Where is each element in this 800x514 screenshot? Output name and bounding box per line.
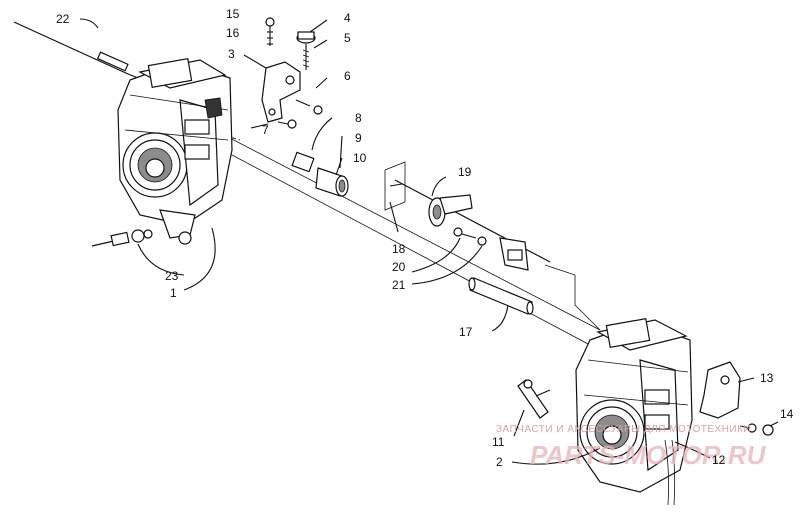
callout-14: 14 bbox=[780, 407, 794, 421]
callout-21: 21 bbox=[392, 278, 406, 292]
knob-part-4-5 bbox=[296, 31, 316, 70]
watermark-line1: ЗАПЧАСТИ И АКСЕССУАРЫ ДЛЯ МОТОТЕХНИКИ bbox=[496, 424, 751, 435]
callouts: 22 1 23 3 15 16 4 5 6 7 8 9 10 19 18 20 … bbox=[56, 7, 794, 469]
fitting-part-11 bbox=[517, 379, 551, 419]
long-rod-part-22 bbox=[13, 21, 149, 83]
carburetor-right bbox=[575, 317, 693, 506]
callout-12: 12 bbox=[712, 453, 726, 467]
leader-lines bbox=[79, 18, 779, 465]
callout-1: 1 bbox=[170, 286, 177, 300]
callout-18: 18 bbox=[392, 242, 406, 256]
carburetor-left bbox=[117, 57, 233, 245]
callout-11: 11 bbox=[492, 435, 505, 449]
axis-lines bbox=[194, 119, 601, 346]
callout-15: 15 bbox=[226, 7, 240, 21]
callout-2: 2 bbox=[496, 455, 503, 469]
screw-part-6 bbox=[295, 99, 323, 115]
callout-17: 17 bbox=[459, 325, 473, 339]
jet-part-23 bbox=[91, 229, 153, 247]
bracket-part-13 bbox=[699, 361, 741, 419]
bushing-part-9-10 bbox=[315, 167, 349, 197]
callout-20: 20 bbox=[392, 260, 406, 274]
watermark: ЗАПЧАСТИ И АКСЕССУАРЫ ДЛЯ МОТОТЕХНИКИ PA… bbox=[496, 424, 767, 470]
callout-9: 9 bbox=[355, 131, 362, 145]
callout-16: 16 bbox=[226, 26, 240, 40]
callout-6: 6 bbox=[344, 69, 351, 83]
tube-part-17 bbox=[468, 277, 534, 315]
callout-4: 4 bbox=[344, 11, 351, 25]
callout-5: 5 bbox=[344, 31, 351, 45]
screw-part-15-16 bbox=[265, 17, 275, 46]
watermark-line2: PARTS-MOTOR.RU bbox=[530, 440, 767, 470]
callout-23: 23 bbox=[165, 269, 179, 283]
callout-7: 7 bbox=[262, 123, 269, 137]
callout-3: 3 bbox=[228, 47, 235, 61]
callout-22: 22 bbox=[56, 12, 70, 26]
screw-part-20-21 bbox=[453, 227, 487, 246]
callout-10: 10 bbox=[353, 151, 367, 165]
screw-part-14 bbox=[739, 423, 774, 436]
sleeve-part-8 bbox=[291, 151, 315, 173]
bracket-part-3 bbox=[261, 61, 301, 123]
screw-part-7 bbox=[277, 119, 297, 129]
callout-13: 13 bbox=[760, 371, 774, 385]
callout-8: 8 bbox=[355, 111, 362, 125]
callout-19: 19 bbox=[458, 165, 472, 179]
outline-box-part-18 bbox=[384, 161, 406, 211]
throttle-shaft-part-19 bbox=[394, 179, 551, 271]
